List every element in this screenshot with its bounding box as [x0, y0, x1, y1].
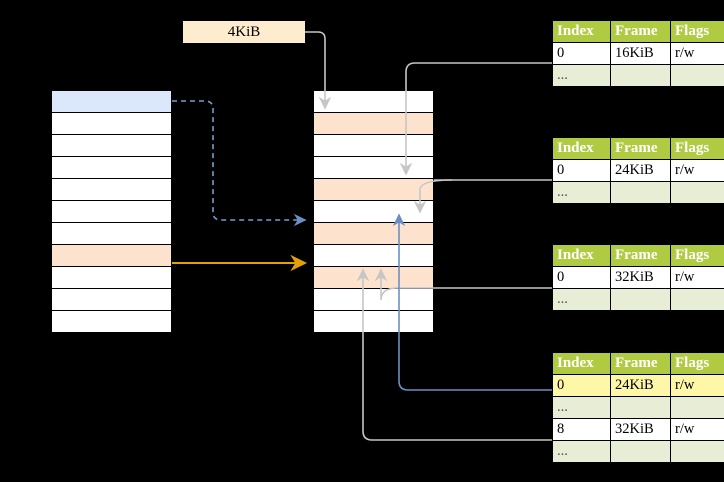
column-header-frame: Frame: [610, 20, 671, 43]
table-row-ellipsis: ...: [552, 396, 724, 419]
cell-flags: r/w: [670, 159, 724, 182]
column-header-frame: Frame: [610, 352, 671, 375]
column-header-flags: Flags: [670, 352, 724, 375]
cell-frame: 24KiB: [610, 159, 671, 182]
cell-frame: 16KiB: [610, 42, 671, 65]
page-table-level-2-row-10: [313, 288, 434, 312]
cell-index: 0: [552, 42, 611, 65]
page-table-level-2-row-1: [313, 90, 434, 114]
size-label-4kib: 4KiB: [183, 21, 305, 43]
cell-flags: r/w: [670, 418, 724, 441]
column-header-index: Index: [552, 20, 611, 43]
cell-index: 0: [552, 374, 611, 397]
page-table-level-1-row-11: [51, 310, 172, 334]
page-table-level-1-row-4: [51, 156, 172, 180]
size-label-text: 4KiB: [227, 23, 261, 40]
cell-frame: 32KiB: [610, 418, 671, 441]
table-row-ellipsis: ...: [552, 288, 724, 311]
table-row-ellipsis: ...: [552, 440, 724, 463]
cell-flags: [670, 396, 724, 419]
cell-frame: 24KiB: [610, 374, 671, 397]
page-table-level-2-row-8: [313, 244, 434, 268]
cell-flags: r/w: [670, 374, 724, 397]
page-table-level-2: [313, 90, 434, 334]
cell-index: 0: [552, 159, 611, 182]
column-header-index: Index: [552, 352, 611, 375]
column-header-flags: Flags: [670, 137, 724, 160]
cell-index: ...: [552, 288, 611, 311]
page-table-level-2-row-2: [313, 112, 434, 136]
page-table-level-1: [51, 90, 172, 334]
cell-index: ...: [552, 64, 611, 87]
column-header-index: Index: [552, 137, 611, 160]
cell-flags: [670, 181, 724, 204]
page-table-level-1-row-8: [51, 244, 172, 268]
table-row-ellipsis: ...: [552, 64, 724, 87]
cell-frame: [610, 288, 671, 311]
page-table-level-2-row-7: [313, 222, 434, 246]
page-table-level-2-row-3: [313, 134, 434, 158]
cell-index: ...: [552, 181, 611, 204]
page-table-level-1-row-7: [51, 222, 172, 246]
cell-flags: [670, 288, 724, 311]
column-header-frame: Frame: [610, 137, 671, 160]
cell-index: 0: [552, 266, 611, 289]
cell-index: 8: [552, 418, 611, 441]
page-table-level-2-row-9: [313, 266, 434, 290]
cell-frame: 32KiB: [610, 266, 671, 289]
cell-index: ...: [552, 396, 611, 419]
column-header-frame: Frame: [610, 244, 671, 267]
cell-frame: [610, 440, 671, 463]
column-header-flags: Flags: [670, 20, 724, 43]
page-table-level-1-row-1: [51, 90, 172, 114]
page-table-level-1-row-3: [51, 134, 172, 158]
cell-index: ...: [552, 440, 611, 463]
page-table-level-1-row-5: [51, 178, 172, 202]
page-table-level-1-row-6: [51, 200, 172, 224]
page-table-level-2-row-6: [313, 200, 434, 224]
cell-frame: [610, 64, 671, 87]
page-table-level-1-row-9: [51, 266, 172, 290]
page-table-level-1-row-2: [51, 112, 172, 136]
page-table-level-1-row-10: [51, 288, 172, 312]
cell-frame: [610, 396, 671, 419]
cell-flags: [670, 440, 724, 463]
cell-flags: r/w: [670, 266, 724, 289]
wire-l1row1-to-l2row7: [172, 100, 307, 227]
page-table-level-2-row-4: [313, 156, 434, 180]
column-header-index: Index: [552, 244, 611, 267]
page-table-level-2-row-5: [313, 178, 434, 202]
cell-frame: [610, 181, 671, 204]
page-table-level-2-row-11: [313, 310, 434, 334]
cell-flags: [670, 64, 724, 87]
column-header-flags: Flags: [670, 244, 724, 267]
cell-flags: r/w: [670, 42, 724, 65]
table-row-ellipsis: ...: [552, 181, 724, 204]
